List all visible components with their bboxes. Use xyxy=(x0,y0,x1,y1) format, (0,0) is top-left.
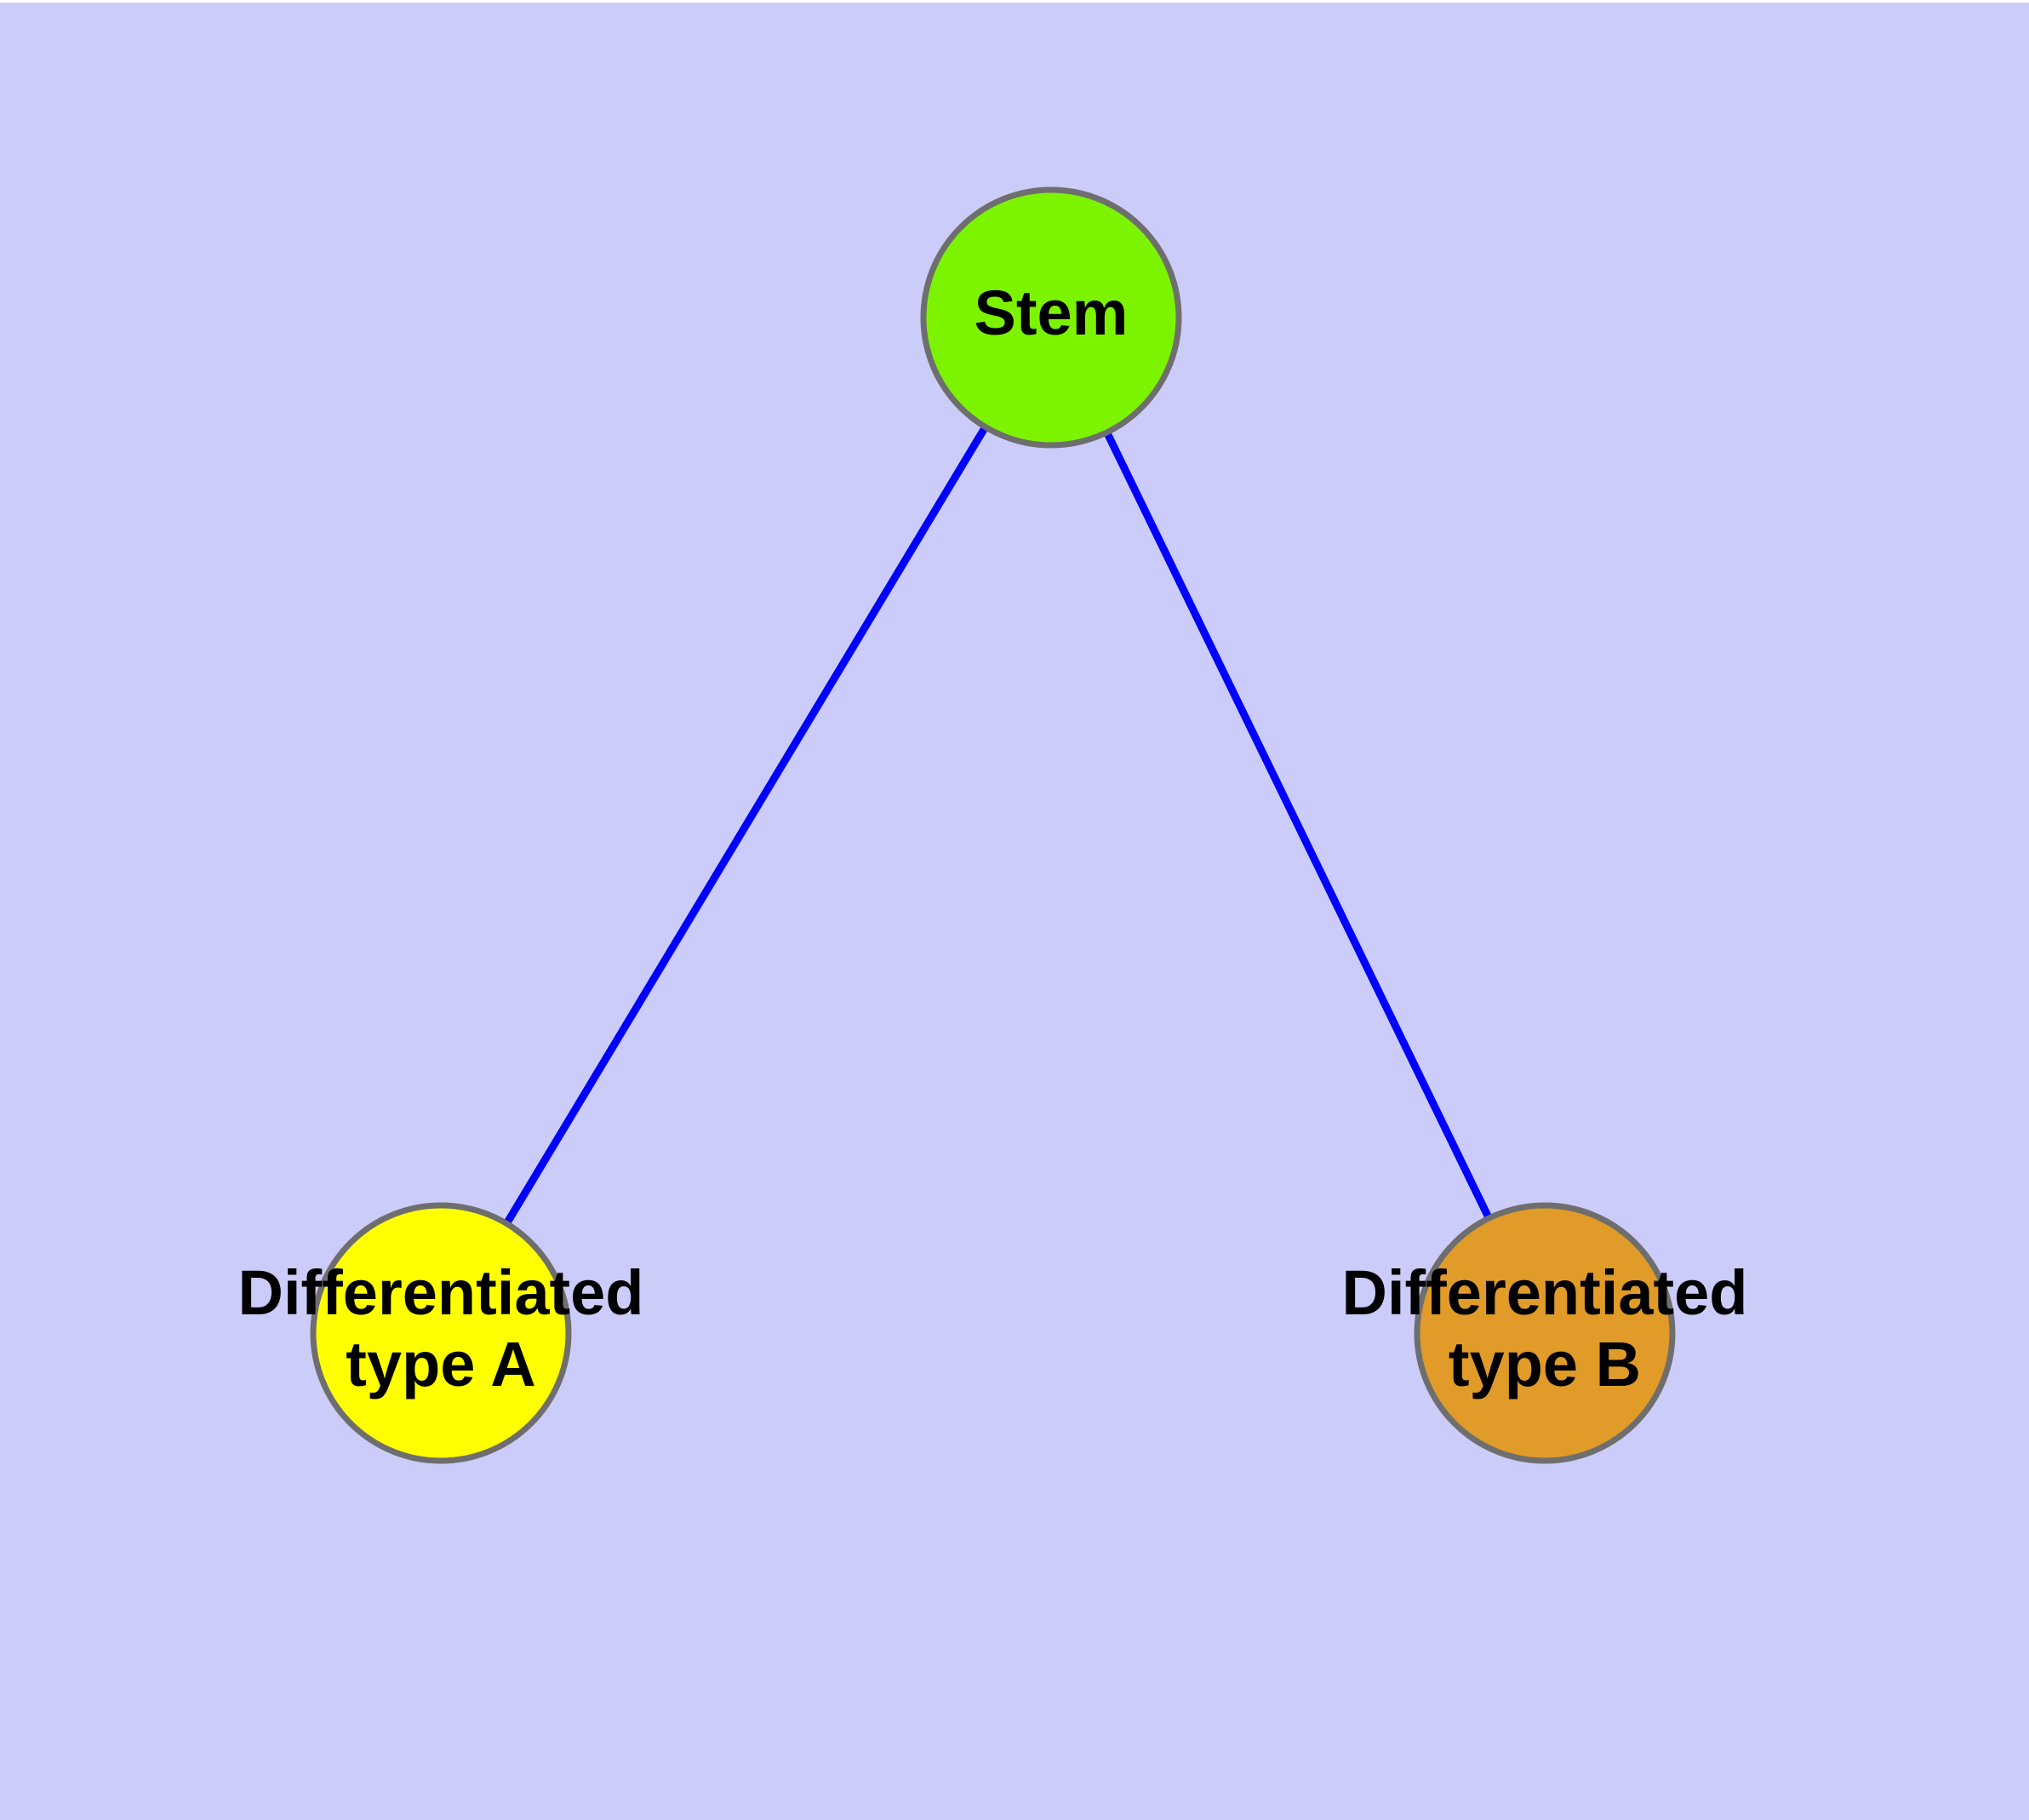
edge-stem-to-differentiated-type-b[interactable] xyxy=(1047,316,1549,1335)
node-stem-label: Stem xyxy=(974,278,1129,348)
node-label-line: Differentiated xyxy=(1342,1257,1748,1328)
node-stem-circle[interactable] xyxy=(920,186,1182,449)
node-differentiated-type-b[interactable] xyxy=(1414,1202,1676,1464)
edge-layer xyxy=(437,315,1549,1336)
node-label-line: Stem xyxy=(974,278,1129,348)
node-differentiated-type-b-circle[interactable] xyxy=(1414,1202,1676,1464)
node-differentiated-type-a[interactable] xyxy=(310,1202,572,1464)
node-label-line: Differentiated xyxy=(238,1257,644,1328)
node-label-line: type B xyxy=(1449,1329,1641,1399)
edge-stem-to-differentiated-type-a[interactable] xyxy=(437,315,1055,1336)
node-differentiated-type-a-circle[interactable] xyxy=(310,1202,572,1464)
node-stem[interactable] xyxy=(920,186,1182,449)
node-label-line: type A xyxy=(346,1329,535,1399)
node-layer xyxy=(310,186,1676,1464)
